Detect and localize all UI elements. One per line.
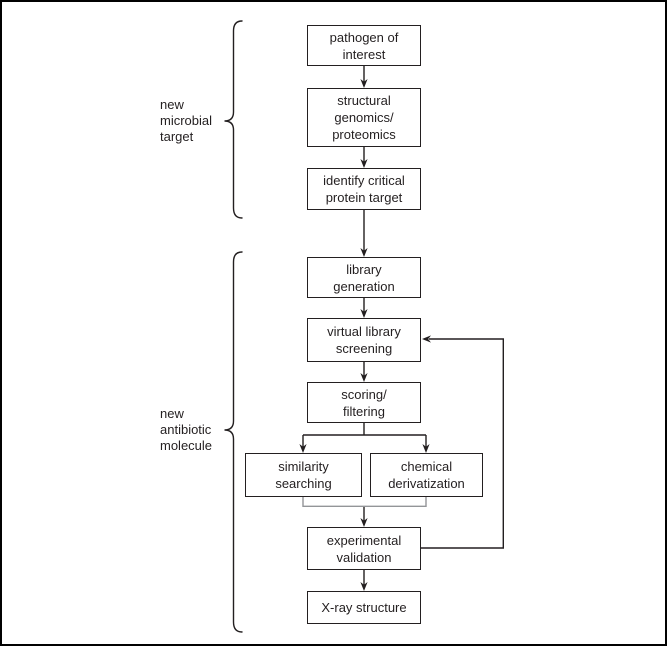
node-label: similarity searching (275, 459, 332, 491)
node-label: X-ray structure (321, 600, 407, 615)
feedback-arrowhead (422, 335, 431, 343)
node-experimental-validation: experimental validation (307, 527, 421, 570)
node-label: scoring/ filtering (341, 386, 387, 419)
node-library-generation: library generation (307, 257, 421, 298)
node-label: pathogen of interest (329, 29, 399, 62)
node-identify-critical-protein-target: identify critical protein target (307, 168, 421, 210)
node-label: identify critical protein target (323, 173, 405, 205)
node-pathogen-of-interest: pathogen of interest (307, 25, 421, 66)
arrowheads (299, 79, 431, 591)
node-xray-structure: X-ray structure (307, 591, 421, 624)
node-label: experimental validation (326, 532, 402, 565)
flow-lines (302, 66, 427, 586)
node-similarity-searching: similarity searching (245, 453, 362, 497)
node-label: virtual library screening (327, 324, 401, 356)
node-structural-genomics-proteomics: structural genomics/ proteomics (307, 88, 421, 147)
node-label: structural genomics/ proteomics (332, 93, 396, 142)
node-virtual-library-screening: virtual library screening (307, 318, 421, 362)
node-label: library generation (333, 261, 395, 294)
node-label: chemical derivatization (388, 459, 465, 491)
node-scoring-filtering: scoring/ filtering (307, 382, 421, 423)
brace-new-antibiotic-molecule (224, 251, 243, 633)
group-label-new-microbial-target: new microbial target (160, 97, 213, 144)
feedback-loop-line (421, 338, 504, 549)
braces (224, 20, 243, 633)
brace-new-microbial-target (224, 20, 243, 219)
merge-bracket (302, 497, 427, 507)
node-chemical-derivatization: chemical derivatization (370, 453, 483, 497)
group-label-new-antibiotic-molecule: new antibiotic molecule (160, 406, 213, 453)
